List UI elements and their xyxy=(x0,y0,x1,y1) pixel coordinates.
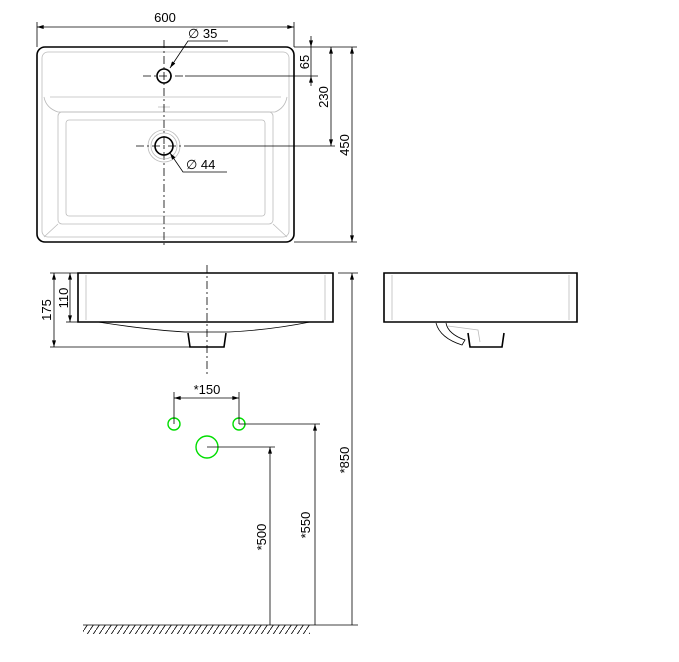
supply-height-dimension: *550 xyxy=(298,512,313,539)
rim-height-dimension: *850 xyxy=(337,447,352,474)
side-view xyxy=(383,272,578,348)
basin-outline xyxy=(36,46,295,243)
body-height-dimension: 110 xyxy=(56,288,71,309)
installation-heights: *850 *150 *550 *500 xyxy=(83,272,358,634)
total-height-dimension: 175 xyxy=(39,299,54,321)
tap-offset-dimension: 65 xyxy=(297,55,312,69)
supply-spacing-dimension: *150 xyxy=(194,382,221,397)
width-dimension: 600 xyxy=(154,10,176,25)
front-view: 175 110 xyxy=(39,265,334,376)
drain-offset-dimension: 230 xyxy=(316,86,331,108)
side-body xyxy=(383,272,578,323)
depth-dimension: 450 xyxy=(337,134,352,156)
trap-pipe xyxy=(435,322,466,346)
front-body xyxy=(77,272,334,323)
drain-hole-dimension: ∅ 44 xyxy=(186,157,215,172)
basin-bowl xyxy=(57,111,274,225)
tap-hole-dimension: ∅ 35 xyxy=(188,26,217,41)
drain-height-dimension: *500 xyxy=(254,524,269,551)
floor-hatch xyxy=(83,625,310,634)
top-view: 600 ∅ 35 ∅ 44 65 230 450 xyxy=(36,10,357,246)
